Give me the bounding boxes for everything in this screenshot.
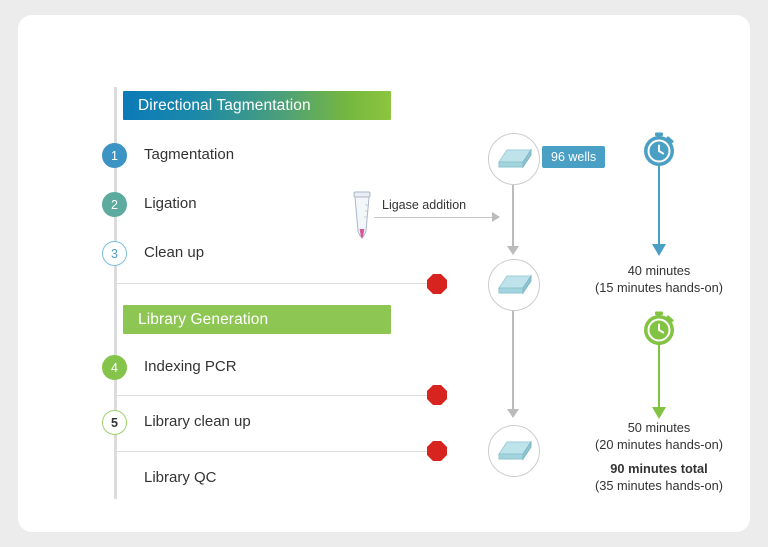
divider-after-indexing-pcr xyxy=(114,395,430,396)
flow-arrowhead-1 xyxy=(507,246,519,255)
ligase-arrow-line xyxy=(374,217,496,219)
stop-octagon-icon-3 xyxy=(427,441,447,461)
timer-arrow-green xyxy=(658,344,661,408)
microcentrifuge-tube-icon xyxy=(353,191,371,239)
section-header-library-generation: Library Generation xyxy=(123,305,391,334)
divider-after-clean-up xyxy=(114,283,430,284)
badge-96-wells: 96 wells xyxy=(542,146,606,168)
stop-octagon-icon-2 xyxy=(427,385,447,405)
step-label-ligation: Ligation xyxy=(144,195,197,212)
stopwatch-icon-blue xyxy=(644,132,674,166)
microplate-icon xyxy=(498,148,532,169)
section-header-directional-tagmentation: Directional Tagmentation xyxy=(123,91,391,120)
workflow-spine xyxy=(114,87,117,499)
timing-duration-2: 50 minutes xyxy=(627,420,691,435)
divider-after-library-clean-up xyxy=(114,451,430,452)
ligase-arrowhead xyxy=(492,212,500,222)
microplate-icon xyxy=(498,440,532,461)
step-marker-2[interactable]: 2 xyxy=(102,192,127,217)
timing-hands-on-1: (15 minutes hands-on) xyxy=(594,280,724,295)
step-label-clean-up: Clean up xyxy=(144,244,205,261)
stop-octagon-icon-1 xyxy=(427,274,447,294)
total-duration: 90 minutes total xyxy=(610,461,708,476)
total-hands-on: (35 minutes hands-on) xyxy=(594,478,724,493)
step-marker-4[interactable]: 4 xyxy=(102,355,127,380)
step-marker-1[interactable]: 1 xyxy=(102,143,127,168)
step-marker-3[interactable]: 3 xyxy=(102,241,127,266)
step-marker-5[interactable]: 5 xyxy=(102,410,127,435)
stopwatch-icon-green xyxy=(644,311,674,345)
timing-duration-1: 40 minutes xyxy=(627,263,691,278)
flow-arrow-1 xyxy=(512,185,514,247)
timing-hands-on-2: (20 minutes hands-on) xyxy=(594,437,724,452)
plate-node-3[interactable] xyxy=(488,425,540,477)
flow-arrow-2 xyxy=(512,311,514,410)
timer-arrow-blue xyxy=(658,165,661,245)
timer-arrowhead-green xyxy=(652,407,666,419)
step-label-indexing-pcr: Indexing PCR xyxy=(144,358,237,375)
step-label-library-clean-up: Library clean up xyxy=(144,413,251,430)
workflow-card: Directional Tagmentation Library Generat… xyxy=(18,15,750,532)
timer-arrowhead-blue xyxy=(652,244,666,256)
microplate-icon xyxy=(498,274,532,295)
plate-node-2[interactable] xyxy=(488,259,540,311)
flow-arrowhead-2 xyxy=(507,409,519,418)
plate-node-1[interactable] xyxy=(488,133,540,185)
transition-label-ligase-addition: Ligase addition xyxy=(382,198,467,212)
step-label-library-qc: Library QC xyxy=(144,469,217,486)
step-label-tagmentation: Tagmentation xyxy=(144,146,235,163)
